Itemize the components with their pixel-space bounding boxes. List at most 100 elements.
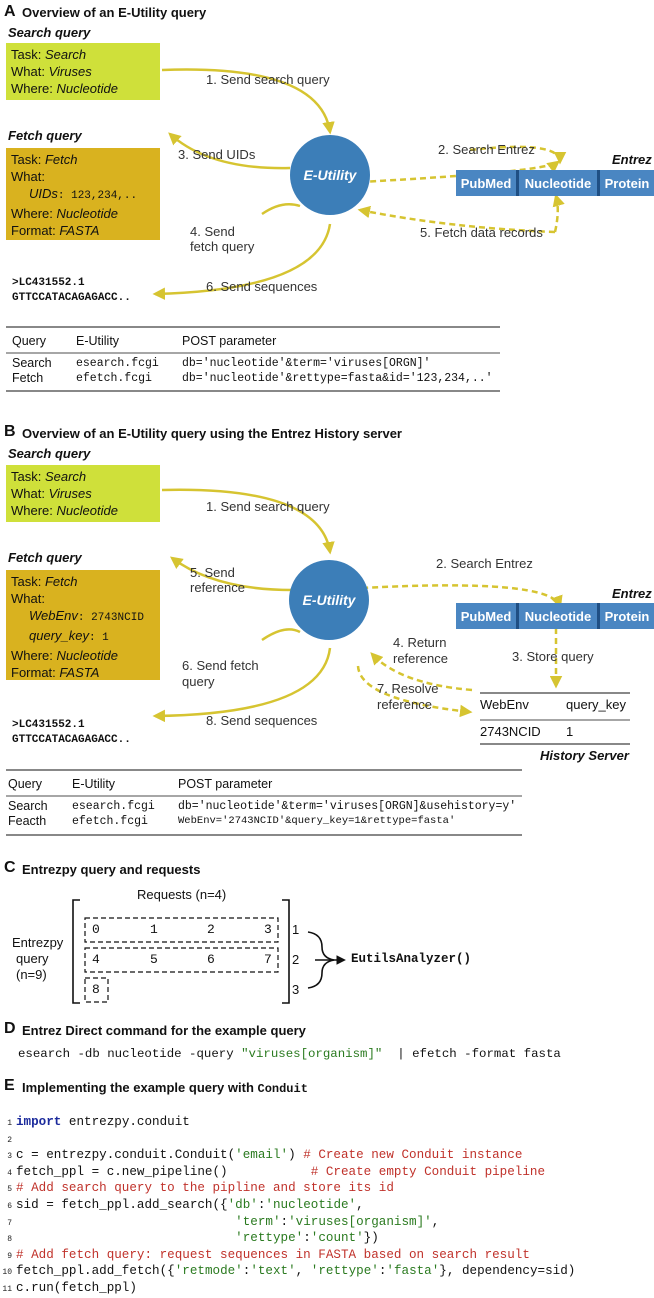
cell: WebEnv='2743NCID'&query_key=1&rettype=fa… xyxy=(178,815,456,827)
history-server-label: History Server xyxy=(540,748,629,763)
col-post: POST parameter xyxy=(182,334,277,348)
step-label: 2. Search Entrez xyxy=(438,142,535,157)
code-token: ) xyxy=(288,1148,304,1163)
matrix-bracket-left xyxy=(72,899,80,1004)
request-id: 3 xyxy=(292,982,300,997)
section-d-letter: D xyxy=(4,1020,16,1037)
matrix-cell: 2 xyxy=(207,922,215,937)
sequence-output: >LC431552.1 GTTCCATACAGAGACC.. xyxy=(12,718,131,748)
task-value: Fetch xyxy=(44,152,78,167)
cmd-part: | efetch -format fasta xyxy=(382,1047,561,1061)
where-value: Nucleotide xyxy=(56,648,118,663)
query-label-line: Entrezpy xyxy=(12,935,64,950)
task-key: Task: xyxy=(11,47,42,62)
arrow-a1 xyxy=(161,68,335,135)
arrow-a3 xyxy=(168,132,291,170)
arrow-b4 xyxy=(370,652,473,692)
entrezpy-query-label: Entrezpy query (n=9) xyxy=(12,935,63,983)
edirect-command: esearch -db nucleotide -query "viruses[o… xyxy=(18,1047,561,1061)
arrow-b2 xyxy=(361,584,563,609)
section-a-title: Overview of an E-Utility query xyxy=(22,5,207,20)
step-label: 8. Send sequences xyxy=(206,713,318,728)
where-key: Where: xyxy=(11,648,53,663)
code-token xyxy=(16,1215,235,1229)
code-token: # Add fetch query: request sequences in … xyxy=(16,1247,530,1262)
cmd-string: "viruses[organism]" xyxy=(241,1047,383,1061)
seq-body: GTTCCATACAGAGACC.. xyxy=(12,292,131,304)
fetch-query-box: Task: Fetch What: WebEnv: 2743NCID query… xyxy=(6,570,160,680)
query-table-b: Query E-Utility POST parameter Search es… xyxy=(8,773,516,829)
format-value: FASTA xyxy=(59,665,100,680)
matrix-cell: 3 xyxy=(264,922,272,937)
cell: esearch.fcgi xyxy=(72,800,155,813)
code-token: : xyxy=(378,1264,387,1279)
line-number: 6 xyxy=(7,1202,12,1211)
uids-key: UIDs xyxy=(29,186,58,201)
code-token: 'nucleotide' xyxy=(265,1198,357,1212)
code-token xyxy=(16,1231,235,1245)
matrix-cell: 5 xyxy=(150,952,158,967)
code-line: 5 # Add search query to the pipline and s… xyxy=(0,1180,394,1196)
what-key: What: xyxy=(11,169,45,184)
code-token: , xyxy=(295,1264,311,1279)
code-token: : xyxy=(280,1214,289,1229)
entrez-databases: PubMed Nucleotide Protein xyxy=(456,603,654,629)
code-token: 'term' xyxy=(235,1214,281,1229)
search-query-box: Task: Search What: Viruses Where: Nucleo… xyxy=(6,465,160,522)
entrez-label: Entrez xyxy=(612,152,652,167)
seq-body: GTTCCATACAGAGACC.. xyxy=(12,734,131,746)
code-token: # Create empty Conduit pipeline xyxy=(310,1164,546,1179)
db-nucleotide: Nucleotide xyxy=(519,170,597,196)
eutils-analyzer: EutilsAnalyzer() xyxy=(351,952,472,966)
entrez-databases: PubMed Nucleotide Protein xyxy=(456,170,654,196)
step-label: 1. Send search query xyxy=(206,72,330,87)
code-line: 7 'term':'viruses[organism]', xyxy=(0,1214,439,1230)
line-number: 2 xyxy=(7,1135,12,1145)
line-number: 8 xyxy=(7,1235,12,1245)
cell: Search xyxy=(12,356,52,370)
cell: efetch.fcgi xyxy=(72,815,148,828)
section-b-letter: B xyxy=(4,423,16,440)
search-query-heading: Search query xyxy=(8,446,91,461)
arrow-b5 xyxy=(169,556,293,592)
arrow-b7 xyxy=(356,665,473,718)
col-eutility: E-Utility xyxy=(72,777,116,791)
section-b-title: Overview of an E-Utility query using the… xyxy=(22,426,402,441)
task-key: Task: xyxy=(11,574,42,589)
step-label: reference xyxy=(190,580,245,595)
line-number: 5 xyxy=(7,1185,12,1195)
cell: esearch.fcgi xyxy=(76,357,159,370)
code-token: c = entrezpy.conduit.Conduit( xyxy=(16,1148,236,1163)
title-text: Implementing the example query with xyxy=(22,1080,258,1095)
request-box-2 xyxy=(84,947,279,973)
col-post: POST parameter xyxy=(178,777,273,791)
table-row: Feacth efetch.fcgi WebEnv='2743NCID'&que… xyxy=(8,814,516,829)
arrow-b6 xyxy=(261,628,301,642)
what-key: What: xyxy=(11,486,45,501)
webenv-key: WebEnv xyxy=(29,608,78,623)
code-token: entrezpy.conduit xyxy=(61,1115,190,1129)
request-box-3 xyxy=(84,977,109,1003)
line-number: 4 xyxy=(7,1168,12,1178)
code-token: # Add search query to the pipline and st… xyxy=(16,1181,394,1196)
title-mono: Conduit xyxy=(257,1082,308,1096)
table-row: Search esearch.fcgi db='nucleotide'&term… xyxy=(12,356,493,371)
arrow-a2b xyxy=(469,145,567,165)
code-token: import xyxy=(16,1115,62,1129)
sequence-output: >LC431552.1 GTTCCATACAGAGACC.. xyxy=(12,276,131,306)
code-token: : xyxy=(257,1198,266,1212)
code-token: 'count' xyxy=(310,1231,364,1246)
db-protein: Protein xyxy=(600,170,654,196)
section-e-letter: E xyxy=(4,1077,15,1094)
code-token: fetch_ppl.add_fetch({ xyxy=(16,1264,175,1279)
cell: Feacth xyxy=(8,814,47,828)
code-token: }) xyxy=(363,1231,379,1246)
history-col-webenv: WebEnv xyxy=(480,697,529,712)
code-token: , xyxy=(356,1198,364,1212)
line-number: 1 xyxy=(7,1119,12,1128)
task-value: Fetch xyxy=(44,574,78,589)
where-value: Nucleotide xyxy=(56,81,118,96)
